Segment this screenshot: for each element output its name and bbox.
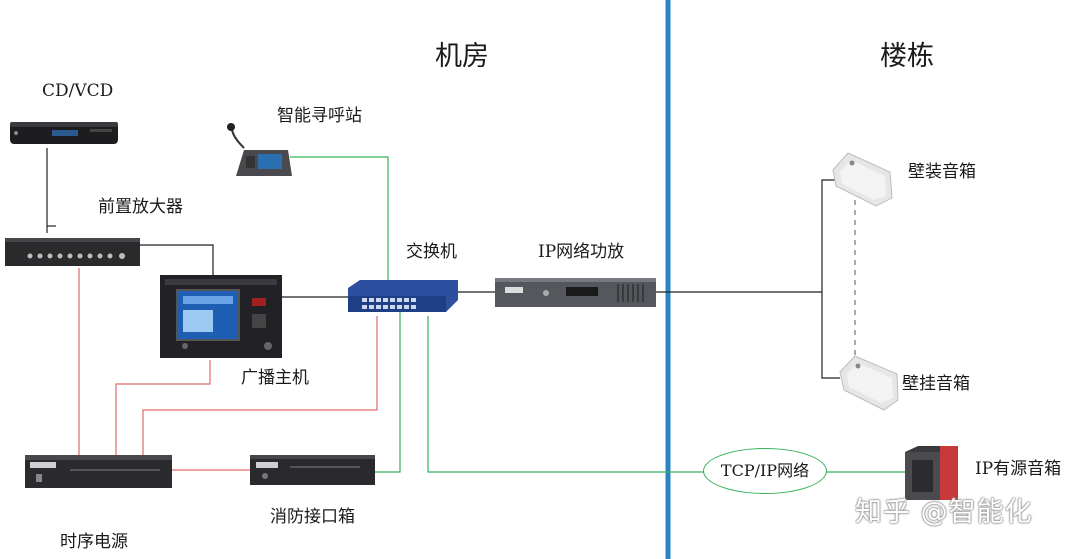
ip-amplifier-device [495, 278, 656, 307]
watermark: 知乎 @智能化 [855, 497, 1033, 528]
wall-speaker-2-label: 壁挂音箱 [902, 374, 970, 394]
power-lines [78, 268, 378, 471]
power-sequencer-label: 时序电源 [60, 532, 128, 552]
paging-station-label: 智能寻呼站 [277, 106, 362, 126]
wall-speaker-2-device [839, 355, 899, 411]
zone-title-building: 楼栋 [880, 41, 934, 72]
fire-interface-label: 消防接口箱 [270, 507, 355, 527]
preamp-device [5, 238, 140, 266]
broadcast-host-device [160, 275, 282, 358]
cd-player-device [10, 122, 118, 144]
ip-active-speaker-label: IP有源音箱 [975, 459, 1062, 479]
network-lines [290, 156, 905, 473]
tcp-ip-network-label: TCP/IP网络 [720, 461, 810, 480]
cd-player-label: CD/VCD [42, 81, 114, 101]
wall-speaker-1-device [832, 152, 893, 207]
zone-title-machine-room: 机房 [435, 41, 489, 72]
preamp-label: 前置放大器 [98, 197, 183, 217]
switch-label: 交换机 [406, 242, 457, 262]
audio-lines [46, 148, 840, 379]
wall-speaker-1-label: 壁装音箱 [908, 162, 976, 182]
power-sequencer-device [25, 455, 172, 488]
switch-device [348, 280, 458, 312]
broadcast-host-label: 广播主机 [241, 368, 309, 388]
ip-amplifier-label: IP网络功放 [538, 242, 625, 262]
tcp-ip-network-ellipse [703, 448, 827, 494]
fire-interface-device [250, 455, 375, 485]
ip-active-speaker-device [905, 446, 958, 500]
paging-station-device [227, 123, 292, 176]
